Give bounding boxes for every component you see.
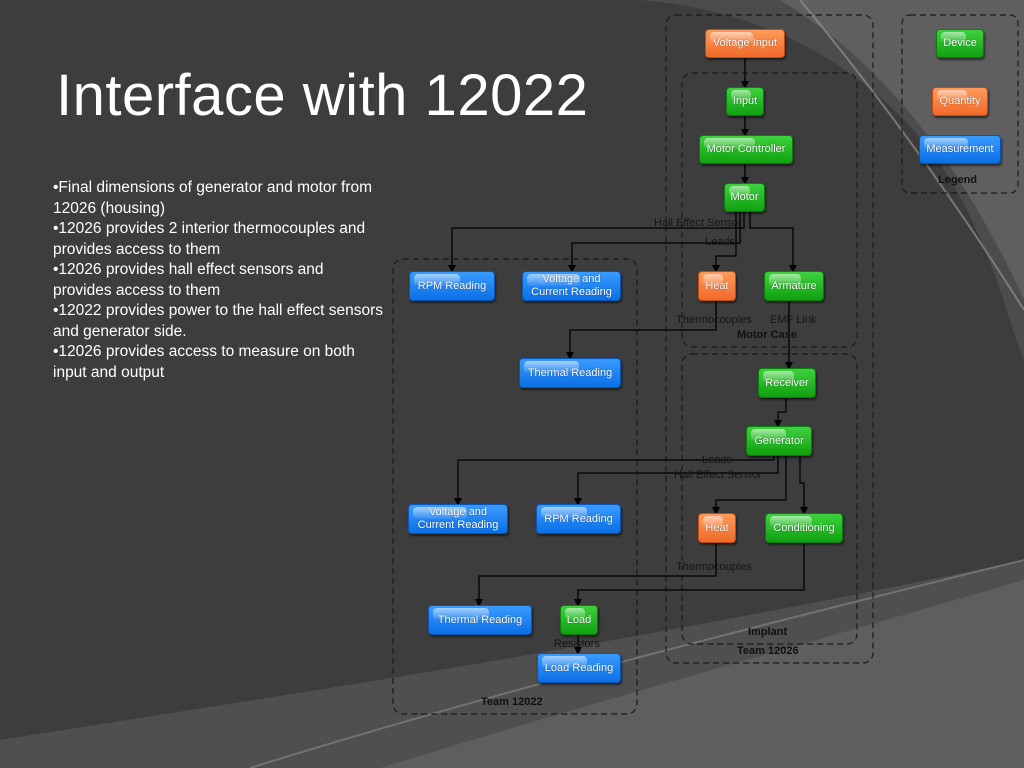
bullet-item: •12026 provides 2 interior thermocouples… — [53, 220, 366, 258]
node-label: Voltage and Current Reading — [417, 506, 499, 531]
node-label: Receiver — [765, 376, 809, 389]
legend-quantity: Quantity — [932, 87, 988, 116]
node-label: Voltage Input — [712, 37, 778, 49]
node-motor: Motor — [724, 183, 765, 212]
legend-device: Device — [936, 29, 984, 58]
group-legend — [901, 14, 1019, 194]
background-swoosh-line — [799, 0, 1024, 311]
legend-measurement-label: Measurement — [926, 143, 994, 155]
edge-receiver-to-generator — [774, 398, 787, 428]
node-label: Motor — [730, 191, 759, 203]
edge-label-thermocouples: Thermocouples — [676, 314, 752, 326]
edge-motor-to-armature — [749, 212, 797, 273]
edge-label-emf-link: EMF Link — [770, 314, 817, 326]
node-vc-reading-top: Voltage and Current Reading — [522, 271, 621, 301]
bullet-item: •12026 provides hall effect sensors and … — [53, 261, 324, 299]
legend-title: Legend — [938, 174, 978, 186]
edge-label-thermocouples: Thermocouples — [676, 561, 752, 573]
group-implant — [681, 353, 858, 645]
edge-label-leads: Leads — [702, 454, 732, 466]
group-team-12026 — [665, 14, 874, 664]
node-voltage-input: Voltage Input — [705, 29, 785, 58]
node-label: Motor Controller — [706, 143, 786, 155]
edge-label-leads: Leads — [705, 236, 735, 248]
edge-label-resistors: Resistors — [554, 638, 600, 650]
node-label: RPM Reading — [544, 512, 613, 525]
edge-heat-to-thermal-reading-bottom — [475, 543, 717, 607]
node-generator: Generator — [746, 426, 812, 456]
node-load: Load — [560, 605, 598, 635]
node-input: Input — [726, 87, 764, 116]
edge-generator-to-conditioning — [799, 456, 808, 515]
node-thermal-reading-top: Thermal Reading — [519, 358, 621, 388]
bullet-item: •12026 provides access to measure on bot… — [53, 343, 355, 381]
group-motor-case — [681, 72, 858, 348]
node-label: Armature — [771, 279, 817, 292]
edge-motor-to-rpm-reading — [448, 212, 745, 273]
edge-generator-to-vc-reading — [454, 456, 775, 506]
node-rpm-reading-top: RPM Reading — [409, 271, 495, 301]
group-team-12022 — [392, 258, 638, 715]
node-load-reading: Load Reading — [537, 653, 621, 683]
legend-device-label: Device — [943, 37, 977, 49]
edge-label-hall-effect-sensor: Hall Effect Sensor — [674, 469, 762, 481]
group-label-team-12026: Team 12026 — [737, 645, 799, 657]
node-armature: Armature — [764, 271, 824, 301]
group-label-team-12022: Team 12022 — [481, 696, 543, 708]
group-label-implant: Implant — [748, 626, 788, 638]
legend-measurement: Measurement — [919, 135, 1001, 164]
node-label: Thermal Reading — [437, 613, 523, 626]
node-label: Load — [566, 613, 592, 626]
background-swoosh-curve — [780, 0, 1024, 300]
slide-title: Interface with 12022 — [56, 63, 589, 128]
node-vc-reading-bottom: Voltage and Current Reading — [408, 504, 508, 534]
bullet-list: •Final dimensions of generator and motor… — [53, 178, 383, 383]
node-label: RPM Reading — [417, 279, 487, 292]
bullet-item: •Final dimensions of generator and motor… — [53, 179, 373, 217]
edge-generator-to-heat — [712, 456, 787, 515]
node-receiver: Receiver — [758, 368, 816, 398]
node-label: Voltage and Current Reading — [531, 273, 612, 298]
node-label: Heat — [705, 279, 729, 292]
node-label: Thermal Reading — [527, 366, 613, 379]
legend-quantity-label: Quantity — [939, 95, 981, 107]
node-label: Conditioning — [773, 521, 835, 534]
node-label: Input — [732, 95, 758, 107]
group-label-motor-case: Motor Case — [737, 329, 797, 341]
node-rpm-reading-bottom: RPM Reading — [536, 504, 621, 534]
background-swoosh-line-bottom — [249, 559, 1024, 768]
node-heat-motor: Heat — [698, 271, 736, 301]
background-swoosh-bottom-light — [380, 580, 1024, 768]
edge-heat-to-thermal-reading — [566, 301, 717, 360]
edge-label-hall-effect-sensor: Hall Effect Sensor — [654, 217, 742, 229]
node-label: Heat — [705, 521, 729, 534]
edge-generator-to-rpm-reading — [574, 456, 779, 506]
node-label: Load Reading — [544, 661, 614, 674]
edge-conditioning-to-load — [574, 543, 805, 607]
node-heat-generator: Heat — [698, 513, 736, 543]
bullet-item: •12022 provides power to the hall effect… — [53, 302, 383, 340]
node-label: Generator — [754, 434, 804, 447]
edge-motor-to-heat — [712, 212, 737, 273]
edge-motor-to-vc-reading — [568, 212, 741, 273]
node-thermal-reading-bottom: Thermal Reading — [428, 605, 532, 635]
node-motor-controller: Motor Controller — [699, 135, 793, 164]
node-conditioning: Conditioning — [765, 513, 843, 543]
